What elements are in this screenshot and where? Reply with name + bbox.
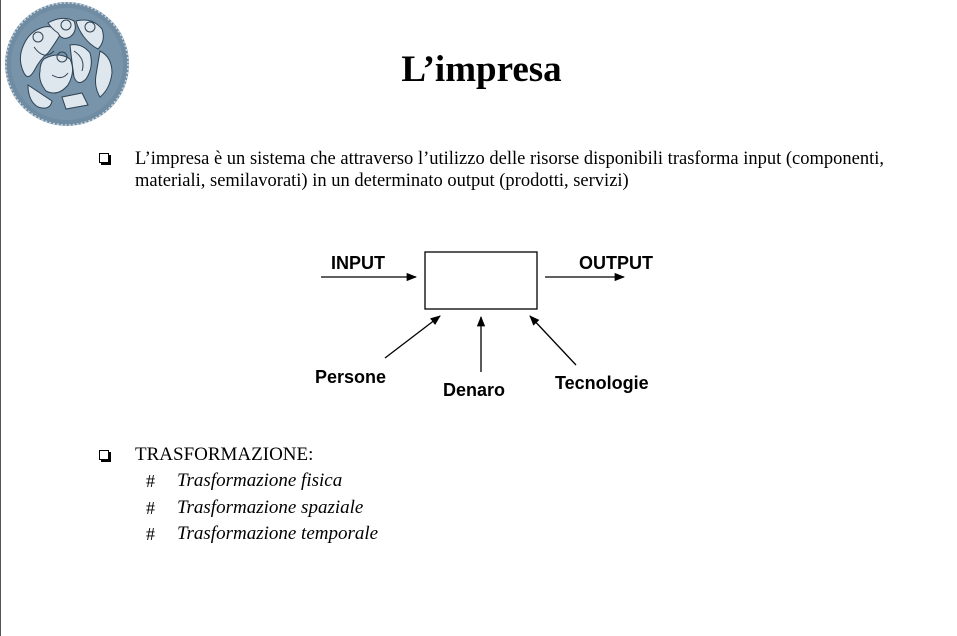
sub-bullet-symbol: # <box>146 498 155 518</box>
university-seal-icon <box>5 2 129 126</box>
slide-left-border <box>0 0 1 636</box>
square-bullet-icon <box>99 450 109 460</box>
process-box <box>424 251 538 310</box>
square-bullet-icon <box>99 153 109 163</box>
output-label: OUTPUT <box>579 253 653 273</box>
intro-text: L’impresa è un sistema che attraverso l’… <box>135 149 884 191</box>
tecnologie-label: Tecnologie <box>555 373 649 393</box>
input-label: INPUT <box>331 253 385 273</box>
transformation-bullet: TRASFORMAZIONE: <box>99 443 313 467</box>
list-item: Trasformazione spaziale <box>177 497 364 518</box>
sub-bullet-symbol: # <box>146 524 155 544</box>
list-item: Trasformazione temporale <box>177 523 379 544</box>
persone-arrow <box>384 315 441 359</box>
denaro-label: Denaro <box>443 380 505 400</box>
intro-bullet: L’impresa è un sistema che attraverso l’… <box>99 148 884 192</box>
sub-bullet-symbol: # <box>146 471 155 491</box>
transformation-label: TRASFORMAZIONE: <box>135 444 314 465</box>
persone-label: Persone <box>315 367 386 387</box>
slide-title: L’impresa <box>401 49 562 90</box>
list-item: Trasformazione fisica <box>177 470 343 491</box>
tecnologie-arrow <box>529 315 577 366</box>
